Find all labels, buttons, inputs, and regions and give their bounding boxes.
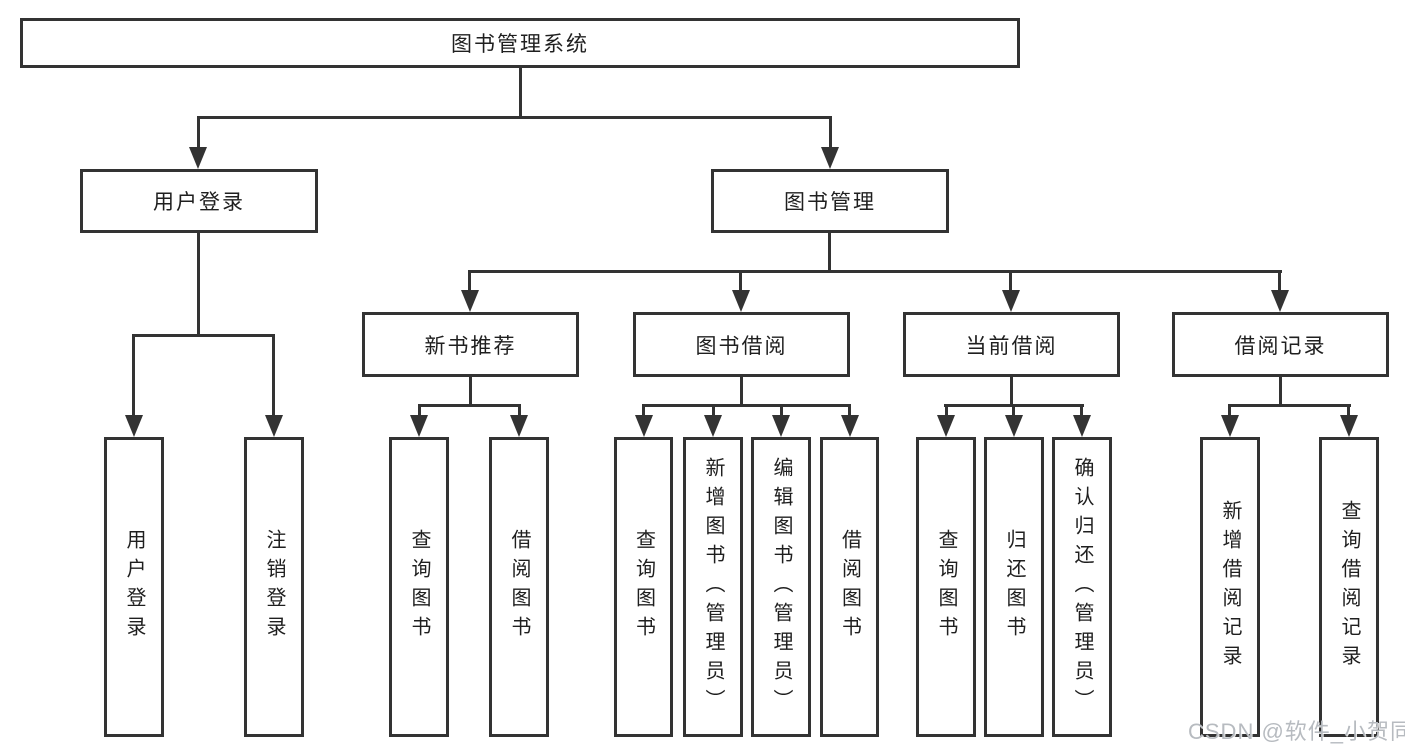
arrowhead-down-icon	[704, 415, 722, 437]
connector-line	[418, 404, 421, 417]
arrowhead-down-icon	[461, 290, 479, 312]
arrowhead-down-icon	[1073, 415, 1091, 437]
arrowhead-down-icon	[937, 415, 955, 437]
csdn-watermark: CSDN @软件_小贺同学	[1188, 719, 1405, 744]
arrowhead-down-icon	[1005, 415, 1023, 437]
connector-line	[519, 68, 522, 119]
arrowhead-down-icon	[1340, 415, 1358, 437]
connector-line	[739, 270, 742, 292]
leaf-borrow-books-b: 借阅图书	[820, 437, 879, 737]
connector-line	[642, 404, 851, 407]
connector-line	[197, 233, 200, 337]
arrowhead-down-icon	[1221, 415, 1239, 437]
connector-line	[1009, 270, 1012, 292]
arrowhead-down-icon	[1271, 290, 1289, 312]
leaf-query-books-b-label: 查询图书	[632, 529, 655, 645]
arrowhead-down-icon	[125, 415, 143, 437]
connector-line	[642, 404, 645, 417]
connector-line	[1278, 270, 1281, 292]
connector-line	[945, 404, 948, 417]
leaf-user-login: 用户登录	[104, 437, 164, 737]
leaf-add-books-admin: 新增图书（管理员）	[683, 437, 743, 737]
arrowhead-down-icon	[1002, 290, 1020, 312]
leaf-confirm-return-admin-label: 确认归还（管理员）	[1071, 456, 1093, 718]
connector-line	[1080, 404, 1083, 417]
connector-line	[1010, 377, 1013, 407]
connector-line	[418, 404, 520, 407]
node-current-borrowing-label: 当前借阅	[965, 334, 1058, 358]
arrowhead-down-icon	[732, 290, 750, 312]
node-new-book-recommend-label: 新书推荐	[424, 334, 517, 358]
node-root-label: 图书管理系统	[451, 33, 589, 56]
leaf-query-borrow-record: 查询借阅记录	[1319, 437, 1379, 737]
leaf-confirm-return-admin: 确认归还（管理员）	[1052, 437, 1112, 737]
leaf-query-books-b: 查询图书	[614, 437, 673, 737]
connector-line	[828, 233, 831, 273]
leaf-borrow-books-b-label: 借阅图书	[838, 529, 861, 645]
leaf-query-books-c-label: 查询图书	[935, 529, 957, 645]
node-borrowing-records: 借阅记录	[1172, 312, 1389, 377]
leaf-query-books-c: 查询图书	[916, 437, 976, 737]
connector-line	[740, 377, 743, 407]
connector-line	[469, 377, 472, 407]
connector-line	[518, 404, 521, 417]
connector-line	[197, 116, 832, 119]
connector-line	[1347, 404, 1350, 417]
connector-line	[132, 334, 135, 417]
leaf-logout: 注销登录	[244, 437, 304, 737]
connector-line	[1012, 404, 1015, 417]
connector-line	[848, 404, 851, 417]
arrowhead-down-icon	[821, 147, 839, 169]
connector-line	[272, 334, 275, 417]
leaf-borrow-books-a-label: 借阅图书	[508, 529, 530, 645]
leaf-edit-books-admin: 编辑图书（管理员）	[751, 437, 811, 737]
leaf-edit-books-admin-label: 编辑图书（管理员）	[770, 456, 792, 718]
leaf-query-borrow-record-label: 查询借阅记录	[1338, 500, 1360, 674]
arrowhead-down-icon	[265, 415, 283, 437]
node-new-book-recommend: 新书推荐	[362, 312, 579, 377]
node-book-borrowing: 图书借阅	[633, 312, 850, 377]
leaf-user-login-label: 用户登录	[123, 529, 145, 645]
leaf-add-borrow-record: 新增借阅记录	[1200, 437, 1260, 737]
arrowhead-down-icon	[841, 415, 859, 437]
leaf-add-borrow-record-label: 新增借阅记录	[1219, 500, 1241, 674]
connector-line	[468, 270, 471, 292]
connector-line	[712, 404, 715, 417]
connector-line	[132, 334, 275, 337]
node-current-borrowing: 当前借阅	[903, 312, 1120, 377]
connector-line	[829, 116, 832, 149]
arrowhead-down-icon	[635, 415, 653, 437]
node-root: 图书管理系统	[20, 18, 1020, 68]
node-book-borrowing-label: 图书借阅	[695, 334, 788, 358]
leaf-add-books-admin-label: 新增图书（管理员）	[702, 456, 724, 718]
connector-line	[1279, 377, 1282, 407]
leaf-borrow-books-a: 借阅图书	[489, 437, 549, 737]
leaf-query-books-a: 查询图书	[389, 437, 449, 737]
leaf-logout-label: 注销登录	[263, 529, 285, 645]
connector-line	[468, 270, 1282, 273]
node-borrowing-records-label: 借阅记录	[1234, 334, 1327, 358]
node-user-login-label: 用户登录	[153, 191, 245, 214]
node-book-management-label: 图书管理	[784, 191, 876, 214]
connector-line	[1228, 404, 1351, 407]
connector-line	[197, 116, 200, 149]
leaf-return-books-label: 归还图书	[1003, 529, 1025, 645]
leaf-return-books: 归还图书	[984, 437, 1044, 737]
leaf-query-books-a-label: 查询图书	[408, 529, 430, 645]
node-user-login: 用户登录	[80, 169, 318, 233]
arrowhead-down-icon	[410, 415, 428, 437]
arrowhead-down-icon	[772, 415, 790, 437]
node-book-management: 图书管理	[711, 169, 949, 233]
connector-line	[780, 404, 783, 417]
connector-line	[1228, 404, 1231, 417]
arrowhead-down-icon	[510, 415, 528, 437]
arrowhead-down-icon	[189, 147, 207, 169]
